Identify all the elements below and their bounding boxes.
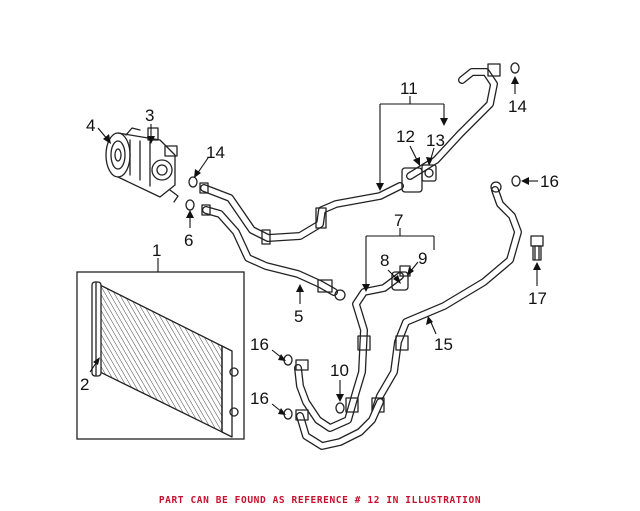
callout-16-lower: 16 [250,389,269,408]
callout-15: 15 [434,335,453,354]
callout-10: 10 [330,361,349,380]
callout-17: 17 [528,289,547,308]
callout-6: 6 [184,231,193,250]
callout-labels: 1 2 3 4 5 6 7 8 9 10 11 12 13 14 14 15 1… [80,79,559,408]
callout-1: 1 [152,241,161,260]
o-ring-10 [335,402,345,414]
callout-8: 8 [380,251,389,270]
callout-4: 4 [86,116,95,135]
callout-2: 2 [80,375,89,394]
callout-13: 13 [426,131,445,150]
callout-16-right: 16 [540,172,559,191]
callout-7: 7 [394,211,403,230]
condenser-lines [294,265,411,450]
compressor [105,127,179,203]
callout-5: 5 [294,307,303,326]
callout-14-right: 14 [508,97,527,116]
reference-note: PART CAN BE FOUND AS REFERENCE # 12 IN I… [158,495,482,506]
callout-3: 3 [145,106,154,125]
hose-compressor-to-junction [199,182,404,301]
pressure-switch [530,235,544,261]
o-ring-16-right [511,175,521,187]
condenser-core [99,283,223,434]
o-ring-14-left [188,176,198,188]
callout-16-upper: 16 [250,335,269,354]
callout-14-left: 14 [206,143,225,162]
leader-lines [89,76,541,415]
o-ring-6 [185,199,195,211]
callout-9: 9 [418,249,427,268]
condenser-frame [76,271,245,440]
o-ring-14-right [510,62,520,74]
callout-12: 12 [396,127,415,146]
condenser-assembly [76,271,245,440]
callout-11: 11 [400,79,418,98]
